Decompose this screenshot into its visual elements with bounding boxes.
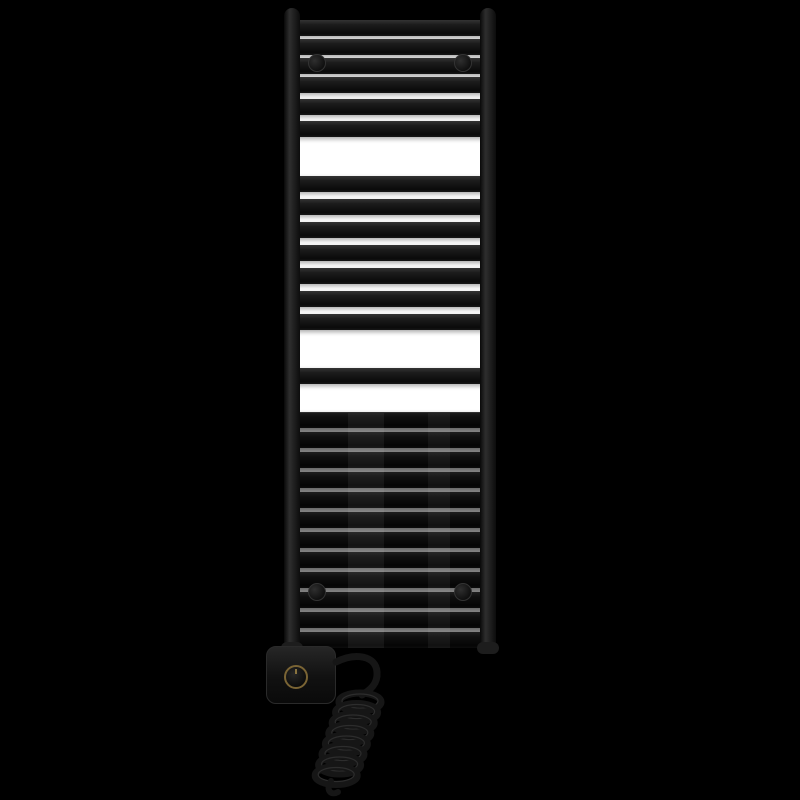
reflection-streak bbox=[348, 413, 384, 648]
radiator-bar bbox=[286, 20, 494, 36]
radiator-bar bbox=[286, 552, 494, 568]
left-collector-tube bbox=[281, 8, 303, 654]
radiator-bar bbox=[286, 199, 494, 215]
radiator-bar bbox=[286, 512, 494, 528]
radiator-bar bbox=[286, 176, 494, 192]
radiator-bar bbox=[286, 592, 494, 608]
radiator-bar bbox=[286, 291, 494, 307]
radiator-bar bbox=[286, 121, 494, 137]
radiator-bar bbox=[286, 314, 494, 330]
wall-mount-top-right bbox=[454, 54, 472, 72]
radiator-bar bbox=[286, 632, 494, 648]
radiator-bar bbox=[286, 612, 494, 628]
heater-control-dial bbox=[284, 665, 308, 689]
wall-mount-bottom-right bbox=[454, 583, 472, 601]
right-collector-tube bbox=[477, 8, 499, 654]
radiator-bar bbox=[286, 452, 494, 468]
radiator-bar bbox=[286, 368, 494, 384]
radiator-bar bbox=[286, 58, 494, 74]
radiator-bar bbox=[286, 245, 494, 261]
reflection-streak bbox=[428, 413, 450, 648]
radiator-bar bbox=[286, 39, 494, 55]
radiator-bar bbox=[286, 492, 494, 508]
radiator-bar bbox=[286, 222, 494, 238]
radiator-bar bbox=[286, 472, 494, 488]
radiator-bar bbox=[286, 99, 494, 115]
lower-shadow-tint bbox=[292, 413, 488, 648]
radiator-bar bbox=[286, 572, 494, 588]
wall-mount-top-left bbox=[308, 54, 326, 72]
radiator-bar bbox=[286, 412, 494, 428]
wall-mount-bottom-left bbox=[308, 583, 326, 601]
radiator-bar bbox=[286, 432, 494, 448]
radiator-bar bbox=[286, 77, 494, 93]
electric-heating-element bbox=[266, 646, 336, 704]
radiator-bar bbox=[286, 532, 494, 548]
radiator-bar bbox=[286, 268, 494, 284]
